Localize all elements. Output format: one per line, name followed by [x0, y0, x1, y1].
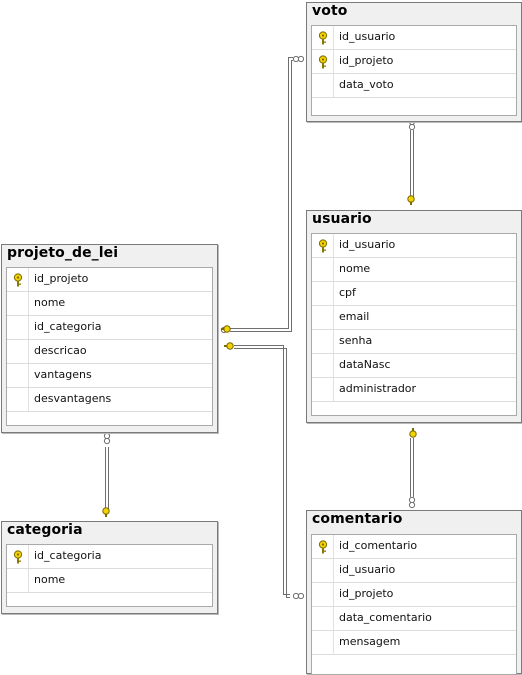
column-row[interactable]: nome — [7, 292, 212, 316]
column-row[interactable]: desvantagens — [7, 388, 212, 412]
column-row[interactable]: descricao — [7, 340, 212, 364]
row-separator — [333, 74, 334, 97]
column-row[interactable]: data_comentario — [312, 607, 516, 631]
row-separator — [333, 306, 334, 329]
table-title: projeto_de_lei — [7, 245, 119, 261]
column-row[interactable]: id_projeto — [7, 268, 212, 292]
row-separator — [333, 50, 334, 73]
column-name: vantagens — [34, 368, 92, 381]
column-row[interactable]: id_categoria — [7, 316, 212, 340]
column-name: id_projeto — [339, 54, 394, 67]
column-name: id_usuario — [339, 30, 396, 43]
column-name: id_projeto — [339, 587, 394, 600]
table-title: voto — [312, 3, 348, 19]
column-row[interactable]: nome — [7, 569, 212, 593]
column-row[interactable]: mensagem — [312, 631, 516, 655]
row-separator — [333, 607, 334, 630]
column-name: nome — [34, 296, 66, 309]
primary-key-icon — [318, 30, 328, 45]
table-title: categoria — [7, 522, 83, 538]
column-row[interactable]: dataNasc — [312, 354, 516, 378]
row-separator — [28, 268, 29, 291]
row-separator — [333, 583, 334, 606]
column-name: id_usuario — [339, 238, 396, 251]
rel-usuario-comentario — [408, 438, 416, 509]
row-separator — [333, 535, 334, 558]
column-row[interactable]: cpf — [312, 282, 516, 306]
column-row[interactable]: senha — [312, 330, 516, 354]
row-separator — [28, 545, 29, 568]
column-row[interactable]: id_projeto — [312, 583, 516, 607]
row-separator — [333, 26, 334, 49]
table-voto[interactable]: voto id_usuario id_projeto data_voto — [306, 2, 522, 122]
column-row[interactable]: id_projeto — [312, 50, 516, 74]
column-name: data_voto — [339, 78, 394, 91]
column-name: dataNasc — [339, 358, 391, 371]
column-name: id_categoria — [34, 549, 102, 562]
column-row[interactable]: id_usuario — [312, 559, 516, 583]
column-name: id_comentario — [339, 539, 418, 552]
column-row[interactable]: id_usuario — [312, 26, 516, 50]
primary-key-icon — [318, 238, 328, 253]
row-separator — [28, 292, 29, 315]
rel-projeto-categoria — [103, 432, 111, 509]
primary-key-icon — [318, 539, 328, 554]
column-name: administrador — [339, 382, 417, 395]
row-separator — [28, 364, 29, 387]
table-comentario[interactable]: comentario id_comentario id_usuario id_pro… — [306, 510, 522, 675]
column-row[interactable]: nome — [312, 258, 516, 282]
rel-voto-usuario — [408, 118, 416, 198]
row-separator — [333, 282, 334, 305]
column-row[interactable]: id_usuario — [312, 234, 516, 258]
column-name: nome — [339, 262, 371, 275]
rel-projeto-voto — [220, 55, 305, 334]
column-name: nome — [34, 573, 66, 586]
column-row[interactable]: data_voto — [312, 74, 516, 98]
table-title: usuario — [312, 211, 372, 227]
primary-key-icon — [13, 272, 23, 287]
row-separator — [333, 378, 334, 401]
column-name: email — [339, 310, 370, 323]
row-separator — [333, 330, 334, 353]
column-name: senha — [339, 334, 373, 347]
column-row[interactable]: id_comentario — [312, 535, 516, 559]
row-separator — [333, 234, 334, 257]
column-row[interactable]: email — [312, 306, 516, 330]
column-name: data_comentario — [339, 611, 432, 624]
table-body: id_comentario id_usuario id_projeto data_co… — [311, 534, 517, 675]
column-name: cpf — [339, 286, 356, 299]
table-title: comentario — [312, 511, 403, 527]
row-separator — [28, 316, 29, 339]
column-name: desvantagens — [34, 392, 112, 405]
column-row[interactable]: id_categoria — [7, 545, 212, 569]
row-separator — [28, 388, 29, 411]
row-separator — [333, 354, 334, 377]
row-separator — [333, 559, 334, 582]
row-separator — [333, 631, 334, 654]
primary-key-icon — [318, 54, 328, 69]
table-body: id_usuario id_projeto data_voto — [311, 25, 517, 116]
row-separator — [28, 340, 29, 363]
column-name: descricao — [34, 344, 87, 357]
column-name: id_categoria — [34, 320, 102, 333]
row-separator — [333, 258, 334, 281]
rel-projeto-comentario — [234, 345, 305, 600]
primary-key-icon — [13, 549, 23, 564]
column-name: id_projeto — [34, 272, 89, 285]
column-name: mensagem — [339, 635, 401, 648]
column-row[interactable]: vantagens — [7, 364, 212, 388]
column-row[interactable]: administrador — [312, 378, 516, 402]
column-name: id_usuario — [339, 563, 396, 576]
row-separator — [28, 569, 29, 592]
